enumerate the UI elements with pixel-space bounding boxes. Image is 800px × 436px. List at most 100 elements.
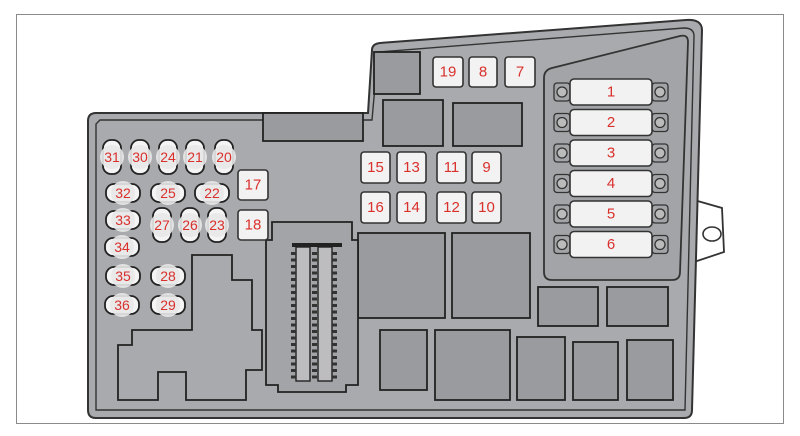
- mini-fuse-27[interactable]: 27: [150, 207, 174, 243]
- fuse-number: 17: [245, 177, 262, 194]
- label-halo: [212, 145, 236, 169]
- pin: [332, 271, 337, 275]
- fuse-19[interactable]: 19: [432, 56, 464, 88]
- fuse-number: 14: [403, 199, 420, 216]
- maxi-fuse-1[interactable]: 1: [553, 78, 669, 106]
- label-halo: [178, 213, 202, 237]
- label-halo: [111, 181, 135, 205]
- relay-cavity: [606, 286, 669, 327]
- fuse-body: [468, 56, 498, 88]
- pin: [332, 265, 337, 268]
- mini-fuse-36[interactable]: 36: [104, 293, 140, 317]
- mini-fuse-35[interactable]: 35: [105, 264, 141, 288]
- fuse-number: 28: [160, 268, 176, 284]
- fuse-number: 25: [160, 185, 176, 201]
- pin: [291, 349, 296, 353]
- mini-fuse-21[interactable]: 21: [183, 139, 207, 175]
- pin: [291, 310, 296, 314]
- pin: [312, 317, 317, 320]
- fuse-body: [360, 151, 391, 184]
- mini-fuse-20[interactable]: 20: [212, 139, 236, 175]
- fuse-8[interactable]: 8: [468, 56, 498, 88]
- mini-fuse-25[interactable]: 25: [150, 181, 186, 205]
- pin: [312, 323, 317, 327]
- fuse-body: [396, 191, 427, 224]
- fuse-number: 19: [440, 64, 457, 81]
- fuse-number: 13: [403, 159, 420, 176]
- pin: [332, 362, 337, 366]
- fuse-body: [436, 191, 467, 224]
- fuse-number: 18: [245, 217, 262, 234]
- relay-cavity: [382, 99, 444, 147]
- top-slot: [262, 112, 364, 142]
- mini-fuse-24[interactable]: 24: [156, 139, 180, 175]
- pin: [332, 284, 337, 288]
- fuse-12[interactable]: 12: [436, 191, 467, 224]
- maxi-fuse-4[interactable]: 4: [553, 169, 669, 198]
- pin: [332, 356, 337, 359]
- mini-fuse-34[interactable]: 34: [104, 235, 140, 259]
- fuse-number: 11: [444, 159, 460, 176]
- fuse-number: 34: [114, 239, 130, 255]
- fuse-body: [569, 108, 653, 137]
- maxi-fuse-5[interactable]: 5: [553, 200, 669, 228]
- fuse-10[interactable]: 10: [471, 191, 502, 224]
- fuse-body: [237, 169, 269, 201]
- fuse-number: 22: [204, 185, 220, 201]
- pin: [291, 375, 296, 379]
- mini-fuse-31[interactable]: 31: [100, 139, 124, 175]
- fuse-number: 27: [154, 217, 170, 233]
- pin: [312, 291, 317, 294]
- pin: [291, 297, 296, 301]
- fuse-number: 26: [182, 217, 198, 233]
- fuse-14[interactable]: 14: [396, 191, 427, 224]
- mini-fuse-32[interactable]: 32: [105, 181, 141, 205]
- pin: [312, 258, 317, 262]
- mini-fuse-23[interactable]: 23: [205, 207, 229, 243]
- label-halo: [156, 181, 180, 205]
- fuse-15[interactable]: 15: [360, 151, 391, 184]
- relay-cavity: [516, 336, 566, 401]
- mini-fuse-26[interactable]: 26: [178, 207, 202, 243]
- label-halo: [183, 145, 207, 169]
- pin: [291, 362, 296, 366]
- label-halo: [100, 145, 124, 169]
- label-halo: [200, 181, 224, 205]
- pin: [312, 304, 317, 307]
- fuse-number: 21: [187, 149, 203, 165]
- pin: [332, 252, 337, 255]
- housing-inner-rim: [95, 27, 695, 411]
- fuse-17[interactable]: 17: [237, 169, 269, 201]
- relay-cavity: [537, 286, 599, 327]
- relay-cavity: [451, 232, 531, 319]
- fuse-body: [436, 151, 467, 184]
- fuse-16[interactable]: 16: [360, 191, 391, 224]
- bolt-icon: [556, 116, 568, 129]
- label-halo: [156, 145, 180, 169]
- fuse-number: 33: [115, 212, 131, 228]
- maxi-fuse-3[interactable]: 3: [553, 139, 669, 167]
- mini-fuse-28[interactable]: 28: [150, 264, 186, 288]
- mini-fuse-30[interactable]: 30: [128, 139, 152, 175]
- pin: [291, 291, 296, 294]
- fuse-18[interactable]: 18: [237, 209, 269, 241]
- maxi-fuse-2[interactable]: 2: [553, 108, 669, 137]
- mini-fuse-33[interactable]: 33: [105, 208, 141, 232]
- fuse-body: [396, 151, 427, 184]
- fuse-9[interactable]: 9: [471, 151, 502, 184]
- fuse-11[interactable]: 11: [436, 151, 467, 184]
- pin: [312, 369, 317, 372]
- fuse-number: 3: [607, 145, 615, 162]
- maxi-fuse-6[interactable]: 6: [553, 230, 669, 259]
- relay-cavity-irregular: [117, 254, 263, 401]
- pin: [312, 278, 317, 281]
- fuse-number: 23: [209, 217, 225, 233]
- fuse-7[interactable]: 7: [504, 56, 536, 88]
- bolt-icon: [556, 177, 568, 190]
- mini-fuse-22[interactable]: 22: [194, 181, 230, 205]
- mini-fuse-29[interactable]: 29: [150, 293, 186, 317]
- pin: [291, 317, 296, 320]
- fuse-13[interactable]: 13: [396, 151, 427, 184]
- pin: [291, 330, 296, 333]
- pin: [332, 297, 337, 301]
